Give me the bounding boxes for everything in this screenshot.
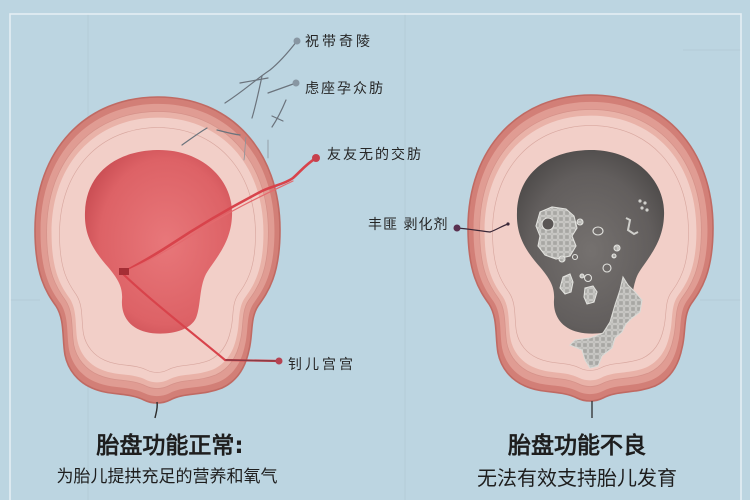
annotation-label: 丰匪 剥化剂 xyxy=(368,217,449,233)
label-pointer-dot xyxy=(293,37,301,45)
calcification-deposits xyxy=(535,199,649,369)
left-panel-subtitle: 为胎儿提拱充足的营养和氧气 xyxy=(56,467,278,487)
annotation-label: 友友无的交肪 xyxy=(327,147,423,163)
left-panel-title: 胎盘功能正常: xyxy=(96,433,244,459)
label-pointer-line xyxy=(456,223,509,233)
vessel-lines xyxy=(181,40,298,161)
poor-placenta-diagram xyxy=(453,95,714,418)
annotation-label: 祝带奇陵 xyxy=(305,34,373,50)
healthy-placenta-diagram xyxy=(35,40,318,419)
label-pointer-end xyxy=(506,222,510,226)
label-pointer-dot xyxy=(292,79,300,87)
label-pointer-dot xyxy=(312,154,320,162)
annotation-label: 虑座孕众肪 xyxy=(305,81,385,97)
right-panel-subtitle: 无法有效支持胎儿发育 xyxy=(477,466,677,490)
annotation-label: 钊儿宫宫 xyxy=(288,357,356,373)
frame-border xyxy=(9,13,742,500)
label-pointer-dot xyxy=(453,224,461,232)
label-pointer-dot xyxy=(275,357,283,365)
stem-line xyxy=(154,401,158,419)
umbilical-cord xyxy=(119,156,318,363)
right-panel-title: 胎盘功能不良 xyxy=(508,433,646,459)
